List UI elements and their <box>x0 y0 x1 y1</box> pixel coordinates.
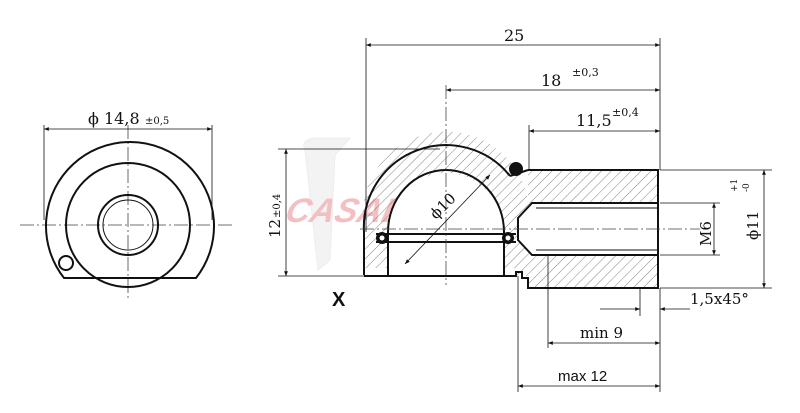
max-depth-label: max 12 <box>558 368 607 385</box>
clip-right-inner <box>505 235 511 241</box>
dim-11-5-label: 11,5 <box>576 111 612 130</box>
view-marker-x: X <box>332 289 346 311</box>
dim-11-5-tol: ±0,4 <box>612 106 639 119</box>
dim-18-tol: ±0,3 <box>572 66 599 79</box>
end-view-bore <box>97 194 159 256</box>
end-view-middle-circle <box>65 162 191 288</box>
outer-dia-tol-upper: +1 <box>730 179 740 192</box>
dim-18-label: 18 <box>541 71 561 90</box>
end-view-clip-hole <box>58 255 74 271</box>
end-view-diameter-tol: ±0,5 <box>145 116 169 127</box>
ball-dia-leader <box>404 174 491 265</box>
chamfer-label: 1,5x45° <box>690 290 749 308</box>
clip-left-inner <box>379 235 385 241</box>
end-view-bore-inner <box>102 199 154 251</box>
dim-25-label: 25 <box>504 26 524 45</box>
outer-dia-tol-lower: -0 <box>742 183 752 192</box>
dim-12-label: 12 <box>266 219 284 238</box>
end-view-outer-profile <box>45 141 215 279</box>
outer-dia-label: ϕ11 <box>744 211 762 240</box>
dim-12-tol: ±0,4 <box>272 194 283 218</box>
end-view: ϕ 14,8 ±0,5 <box>20 109 232 300</box>
section-view: X 25 18 ±0,3 11,5 ±0,4 12 ±0,4 ϕ10 M6 <box>266 26 772 392</box>
min-depth-label: min 9 <box>580 324 623 342</box>
end-view-diameter-label: ϕ 14,8 <box>88 109 140 128</box>
top-clip-section <box>509 162 523 176</box>
thread-label: M6 <box>697 221 715 246</box>
